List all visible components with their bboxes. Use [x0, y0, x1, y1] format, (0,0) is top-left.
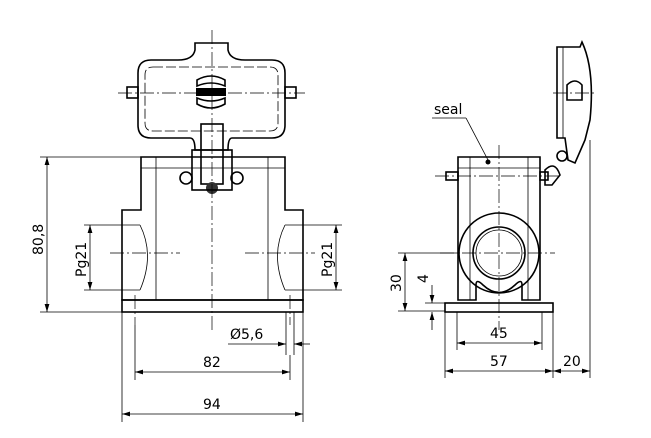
- front-view: 80,8 Pg21 Pg21 Ø5,6 82: [31, 30, 342, 422]
- side-cover: [544, 39, 593, 186]
- dim-base-thickness: 4: [416, 274, 445, 330]
- dim-hole-spacing-label: 82: [203, 355, 221, 371]
- dim-cover-offset-label: 20: [563, 354, 581, 370]
- dim-hole-spacing: 82: [134, 325, 291, 380]
- dim-axis-height-label: 30: [389, 274, 405, 292]
- dim-width: 94: [121, 312, 304, 422]
- dim-height: 80,8: [31, 156, 141, 313]
- seal-label: seal: [434, 102, 462, 118]
- dim-hole: Ø5,6: [228, 312, 310, 355]
- front-housing: [121, 149, 304, 313]
- dim-side-hole-spacing: 45: [456, 312, 543, 350]
- dim-thread-left-label: Pg21: [74, 242, 90, 277]
- dim-thread-right-label: Pg21: [320, 242, 336, 277]
- dim-base-width: 57: [444, 312, 554, 378]
- dim-width-label: 94: [203, 397, 221, 413]
- harting-logo: [196, 75, 226, 109]
- side-view: seal 30 4 45 57 20: [389, 39, 596, 378]
- dim-base-width-label: 57: [490, 354, 508, 370]
- seal-callout: seal: [432, 102, 489, 161]
- dim-thread-right: Pg21: [285, 224, 342, 291]
- dim-thread-left: Pg21: [74, 224, 140, 291]
- dim-cover-offset: 20: [553, 140, 591, 378]
- dim-hole-label: Ø5,6: [230, 327, 263, 343]
- dim-side-hole-spacing-label: 45: [490, 326, 508, 342]
- dim-height-label: 80,8: [31, 224, 47, 255]
- dim-axis-height: 30: [389, 252, 460, 312]
- front-cover: [126, 42, 297, 185]
- dim-base-thickness-label: 4: [416, 274, 432, 283]
